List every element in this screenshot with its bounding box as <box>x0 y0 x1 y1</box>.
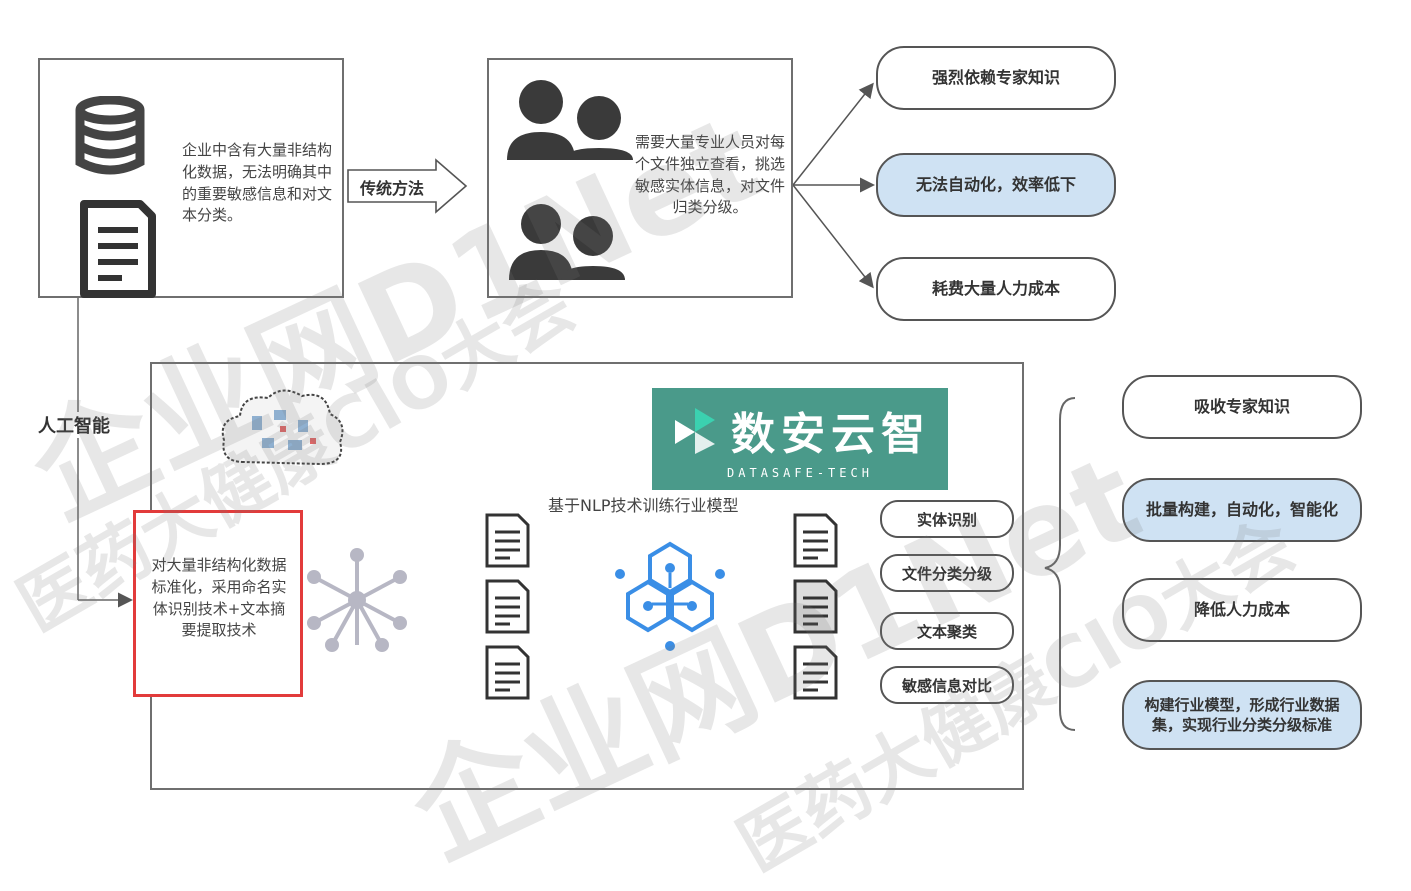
document-icon <box>793 513 838 568</box>
document-icon <box>793 579 838 634</box>
tag-entity-recognition: 实体识别 <box>880 500 1014 538</box>
traditional-arrow <box>347 158 468 214</box>
document-icon <box>485 645 530 700</box>
standardization-text: 对大量非结构化数据标准化，采用命名实体识别技术+文本摘要提取技术 <box>151 556 287 640</box>
outcome-labor-cost: 耗费大量人力成本 <box>876 257 1116 321</box>
document-icon <box>80 200 156 298</box>
manual-text: 需要大量专业人员对每个文件独立查看，挑选敏感实体信息，对文件归类分级。 <box>635 133 786 217</box>
benefit-industry-model: 构建行业模型，形成行业数据集，实现行业分类分级标准 <box>1122 680 1362 750</box>
cloud-data-icon <box>221 389 344 466</box>
document-icon <box>485 513 530 568</box>
network-icon <box>307 548 407 652</box>
benefit-absorb-expertise: 吸收专家知识 <box>1122 375 1362 439</box>
logo-title: 数安云智 <box>731 409 931 460</box>
nlp-model-icon <box>615 541 725 651</box>
people-icon <box>507 80 633 280</box>
logo-mark-icon <box>675 408 715 454</box>
database-icon <box>75 96 145 175</box>
standardization-box: 对大量非结构化数据标准化，采用命名实体识别技术+文本摘要提取技术 <box>133 510 303 697</box>
outcome-expert-dependency: 强烈依赖专家知识 <box>876 46 1116 110</box>
logo-subtitle: DATASAFE-TECH <box>727 466 873 480</box>
enterprise-data-box: 企业中含有大量非结构化数据，无法明确其中的重要敏感信息和对文本分类。 <box>38 58 344 298</box>
traditional-label: 传统方法 <box>360 179 425 198</box>
manual-review-box: 需要大量专业人员对每个文件独立查看，挑选敏感实体信息，对文件归类分级。 <box>487 58 793 298</box>
datasafe-logo: 数安云智 DATASAFE-TECH <box>652 388 948 490</box>
document-icon <box>793 645 838 700</box>
tag-sensitive-comparison: 敏感信息对比 <box>880 666 1014 704</box>
nlp-label: 基于NLP技术训练行业模型 <box>548 496 739 515</box>
ai-label: 人工智能 <box>38 412 110 438</box>
tag-text-clustering: 文本聚类 <box>880 612 1014 650</box>
intro-text: 企业中含有大量非结构化数据，无法明确其中的重要敏感信息和对文本分类。 <box>182 141 333 225</box>
tag-file-classification: 文件分类分级 <box>880 554 1014 592</box>
outcome-low-efficiency: 无法自动化，效率低下 <box>876 153 1116 217</box>
benefit-reduce-cost: 降低人力成本 <box>1122 578 1362 642</box>
benefit-automation: 批量构建，自动化，智能化 <box>1122 478 1362 542</box>
document-icon <box>485 579 530 634</box>
